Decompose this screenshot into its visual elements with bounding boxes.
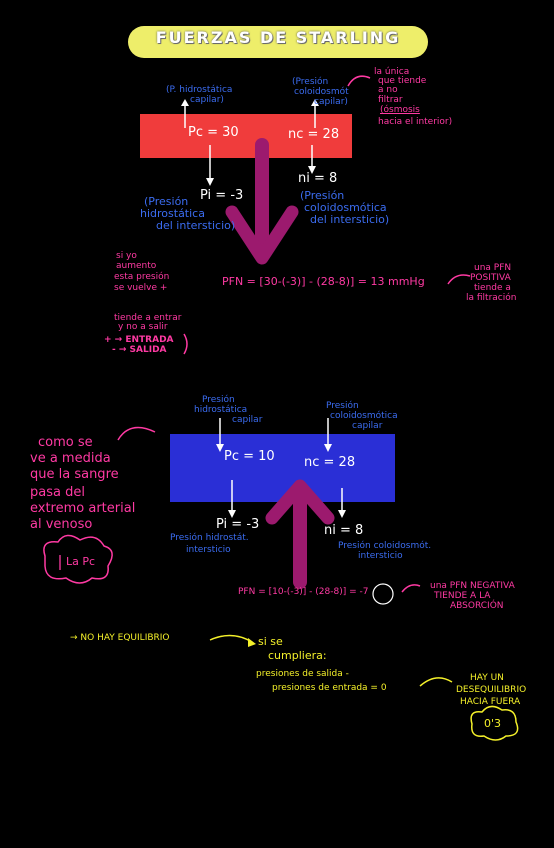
note-line-6: hacia el interior) (378, 117, 453, 127)
pfn-neg-note-3: ABSORCIÓN (450, 601, 504, 611)
nc2-label-2: coloidosmótica (330, 411, 398, 421)
arrowhead-pc2 (216, 444, 224, 452)
left-note-2: ve a medida (30, 451, 111, 466)
pc-value: Pc = 30 (188, 125, 239, 140)
note-line-1: la única (374, 67, 410, 77)
footer-arrow-2 (419, 677, 453, 687)
nc2-label-1: Presión (326, 401, 359, 411)
pc2-label-3: capilar (232, 415, 263, 425)
yellow-cloud-text: 0'3 (484, 717, 502, 730)
side-note-8: - → SALIDA (112, 345, 167, 355)
pi2-value: Pi = -3 (216, 517, 260, 532)
pfn-negative: PFN = [10-(-3)] - (28-8)] = -7 (238, 587, 369, 597)
pc-label-1: (P. hidrostática (166, 85, 233, 95)
pc2-label-1: Presión (202, 395, 235, 405)
footer-arrow-1 (209, 634, 253, 643)
neg-pfn-arrow (401, 584, 421, 593)
side-note-4: se vuelve + (114, 283, 168, 293)
arrowhead-ni (308, 166, 316, 174)
capillary-arterial-box (140, 114, 352, 158)
side-note-7: + → ENTRADA (104, 335, 174, 345)
left-note-arrow (117, 426, 156, 441)
nc-value: nc = 28 (288, 127, 340, 142)
side-note-5: tiende a entrar (114, 313, 182, 323)
pc-label-2: capilar) (190, 95, 224, 105)
arrowhead-nc (311, 99, 319, 106)
title-highlight (128, 26, 428, 58)
equation-line-1: presiones de salida - (256, 669, 349, 679)
pfn-pos-note-3: tiende a (474, 283, 511, 293)
ni2-int-1: Presión coloidosmót. (338, 541, 432, 551)
nc-label-3: capilar) (314, 97, 348, 107)
pi-int-1: (Presión (144, 195, 189, 208)
nc2-value: nc = 28 (304, 455, 356, 470)
arrowhead-pi2 (228, 510, 236, 518)
side-note-2: aumento (116, 261, 157, 271)
pfn-positive: PFN = [30-(-3)] - (28-8)] = 13 mmHg (222, 275, 425, 288)
pfn-pos-note-1: una PFN (474, 263, 512, 273)
pi2-int-2: intersticio (186, 545, 231, 555)
note-line-3: a no (378, 85, 398, 95)
left-note-3: que la sangre (30, 467, 119, 482)
page-title: FUERZAS DE STARLING (155, 28, 401, 47)
pfn-note-arrow (447, 274, 471, 285)
pfn-pos-note-2: POSITIVA (470, 273, 511, 283)
no-equilibrium: → NO HAY EQUILIBRIO (70, 633, 170, 643)
ni-int-3: del intersticio) (310, 213, 390, 226)
left-note-1: como se (38, 435, 93, 450)
side-note-3: esta presión (114, 272, 170, 282)
side-note-6: y no a salir (118, 322, 168, 332)
note-line-5: (ósmosis (380, 105, 420, 115)
left-note-5: extremo arterial (30, 501, 136, 516)
capillary-venous-box (170, 434, 395, 502)
imbalance-1: HAY UN (470, 673, 504, 683)
si-se: si se (258, 635, 283, 648)
arrowhead-ni2 (338, 510, 346, 518)
cloud-text: La Pc (66, 555, 96, 568)
ni2-value: ni = 8 (324, 523, 364, 538)
neg7-circle (372, 583, 394, 605)
side-brace (183, 333, 188, 355)
note-line-4: filtrar (378, 95, 403, 105)
pfn-neg-note-2: TIENDE A LA (434, 591, 491, 601)
yellow-cloud (470, 705, 519, 741)
arrowhead-pi (206, 178, 214, 186)
nc-label-2: coloidosmót (294, 87, 349, 97)
ni-int-1: (Presión (300, 189, 345, 202)
pc2-value: Pc = 10 (224, 449, 275, 464)
nc2-label-3: capilar (352, 421, 383, 431)
pi-int-2: hidrostática (140, 207, 205, 220)
note-line-2: que tiende (378, 76, 427, 86)
pfn-pos-note-4: la filtración (466, 293, 517, 303)
left-note-6: al venoso (30, 517, 93, 532)
ni-value: ni = 8 (298, 171, 338, 186)
pc2-label-2: hidrostática (194, 405, 248, 415)
pfn-neg-note-1: una PFN NEGATIVA (430, 581, 515, 591)
arrowhead-nc2 (324, 444, 332, 452)
big-down-arrowhead (225, 205, 299, 265)
pi2-int-1: Presión hidrostát. (170, 533, 249, 543)
side-note-1: si yo (116, 251, 137, 261)
pi-int-3: del intersticio) (156, 219, 236, 232)
footer-arrowhead-1 (248, 638, 256, 647)
pi-value: Pi = -3 (200, 188, 244, 203)
ni-int-2: coloidosmótica (304, 201, 387, 214)
big-up-arrowhead (265, 479, 335, 525)
pc-cloud (43, 534, 113, 584)
imbalance-3: HACIA FUERA (460, 697, 521, 707)
imbalance-2: DESEQUILIBRIO (456, 685, 527, 695)
equation-line-2: presiones de entrada = 0 (272, 683, 387, 693)
cumpliera: cumpliera: (268, 649, 327, 662)
arrowhead-pc (181, 99, 189, 106)
note-arrow (347, 75, 371, 87)
nc-label-1: (Presión (292, 77, 329, 87)
ni2-int-2: intersticio (358, 551, 403, 561)
left-note-4: pasa del (30, 485, 85, 500)
